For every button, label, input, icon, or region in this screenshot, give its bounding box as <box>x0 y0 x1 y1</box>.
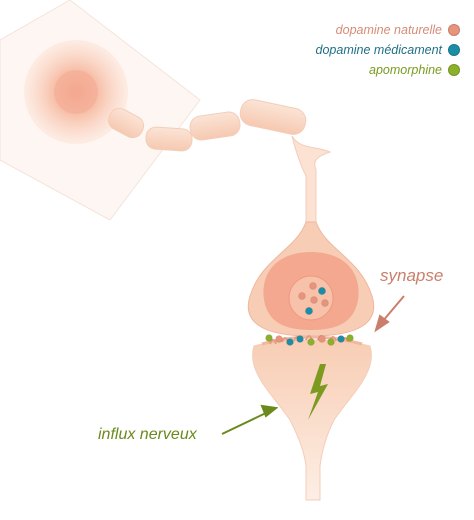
synapse-label: synapse <box>380 266 444 285</box>
legend-item-drug-dopamine: dopamine médicament <box>220 40 460 60</box>
axon-terminal-branch <box>291 135 332 227</box>
nerve-impulse-lightning <box>308 364 328 420</box>
neuron-soma <box>24 40 128 144</box>
legend-label: dopamine naturelle <box>335 23 442 37</box>
legend-item-apomorphine: apomorphine <box>220 60 460 80</box>
legend-label: dopamine médicament <box>315 43 442 57</box>
legend-dot-natural-icon <box>448 24 460 36</box>
axon-myelin <box>107 99 307 152</box>
legend: dopamine naturelle dopamine médicament a… <box>220 20 460 80</box>
synapse-arrow <box>374 295 405 333</box>
influx-label: influx nerveux <box>98 426 197 443</box>
influx-arrow <box>221 404 279 435</box>
presynaptic-terminal <box>247 221 375 337</box>
legend-dot-apomorphine-icon <box>448 64 460 76</box>
legend-label: apomorphine <box>369 63 442 77</box>
vesicle-molecules <box>298 282 329 315</box>
synaptic-cleft-molecules <box>265 334 354 346</box>
legend-dot-drug-icon <box>448 44 460 56</box>
postsynaptic-neuron <box>252 335 372 501</box>
legend-item-natural-dopamine: dopamine naturelle <box>220 20 460 40</box>
